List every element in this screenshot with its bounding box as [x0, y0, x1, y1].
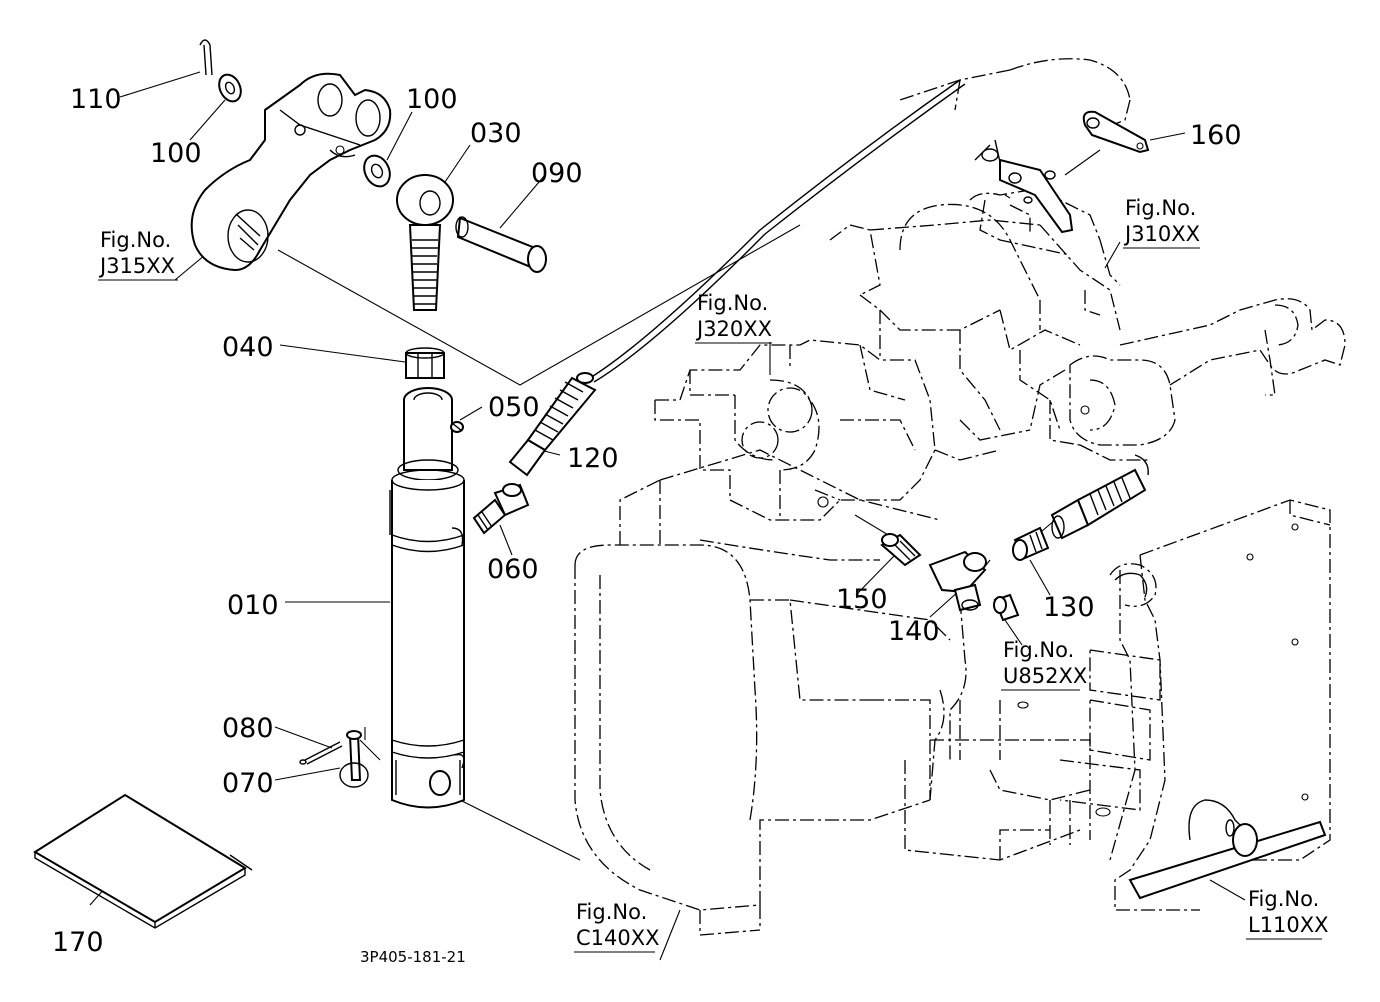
hose-end-120 — [508, 372, 597, 477]
fig-label: Fig.No. — [1125, 196, 1196, 220]
figure-ref-j315: Fig.No. J315XX — [98, 228, 178, 281]
label-050: 050 — [488, 392, 540, 423]
washer-100-lower — [363, 154, 391, 188]
fig-code: J315XX — [98, 254, 175, 278]
washer-100-upper — [218, 73, 242, 103]
label-120: 120 — [567, 443, 619, 474]
manual-170 — [33, 793, 253, 929]
label-040: 040 — [222, 332, 274, 363]
label-100-lower: 100 — [406, 84, 458, 115]
fig-label: Fig.No. — [1248, 887, 1319, 911]
label-030: 030 — [470, 118, 522, 149]
fitting-130 — [1012, 526, 1050, 561]
fig-code: C140XX — [576, 926, 660, 950]
fitting-u852 — [993, 593, 1020, 622]
label-140: 140 — [888, 616, 940, 647]
label-160: 160 — [1190, 120, 1242, 151]
lynch-pin-070 — [339, 730, 369, 788]
label-060: 060 — [487, 554, 539, 585]
elbow-fitting-060 — [472, 483, 530, 535]
fig-label: Fig.No. — [576, 900, 647, 924]
pin-080 — [299, 741, 343, 765]
fig-code: L110XX — [1248, 913, 1329, 937]
fitting-150 — [880, 533, 922, 567]
fig-label: Fig.No. — [697, 291, 768, 315]
label-150: 150 — [836, 584, 888, 615]
label-010: 010 — [227, 590, 279, 621]
label-130: 130 — [1043, 592, 1095, 623]
nut-040 — [405, 347, 445, 379]
label-070: 070 — [222, 768, 274, 799]
tee-fitting-140 — [928, 550, 987, 612]
figure-ref-c140: Fig.No. C140XX — [574, 900, 660, 953]
valve-lever-linkage — [974, 139, 1074, 234]
pin-110 — [199, 39, 213, 76]
figure-ref-u852: Fig.No. U852XX — [1001, 638, 1087, 691]
fig-code: J310XX — [1123, 222, 1200, 246]
part-labels: 110 100 100 030 090 040 050 120 060 010 … — [52, 84, 1242, 958]
transmission-housing-outline — [574, 449, 1091, 936]
screw-050 — [450, 421, 464, 433]
bracket-160 — [1082, 110, 1150, 154]
drawing-code: 3P405-181-21 — [360, 948, 466, 966]
fig-label: Fig.No. — [100, 228, 171, 252]
pin-090 — [455, 216, 547, 273]
label-080: 080 — [222, 713, 274, 744]
figure-ref-j320: Fig.No. J320XX — [695, 291, 772, 344]
label-170: 170 — [52, 927, 104, 958]
fig-code: U852XX — [1003, 664, 1087, 688]
figure-ref-j310: Fig.No. J310XX — [1123, 196, 1200, 249]
valve-block-outline — [654, 339, 936, 521]
rod-end-030 — [396, 174, 454, 311]
leader-lines — [89, 71, 1246, 961]
label-100-upper: 100 — [150, 138, 202, 169]
hose-end-right — [1050, 468, 1147, 540]
lift-arm-left — [190, 72, 392, 272]
figure-ref-l110: Fig.No. L110XX — [1246, 887, 1329, 940]
hose-assembly — [589, 79, 1149, 476]
rear-axle-housing-outline — [829, 189, 1346, 461]
label-090: 090 — [531, 158, 583, 189]
frame-plate-outline — [929, 499, 1331, 911]
cylinder-010 — [389, 387, 465, 809]
fig-code: J320XX — [695, 317, 772, 341]
label-110: 110 — [70, 84, 122, 115]
fig-label: Fig.No. — [1003, 638, 1074, 662]
